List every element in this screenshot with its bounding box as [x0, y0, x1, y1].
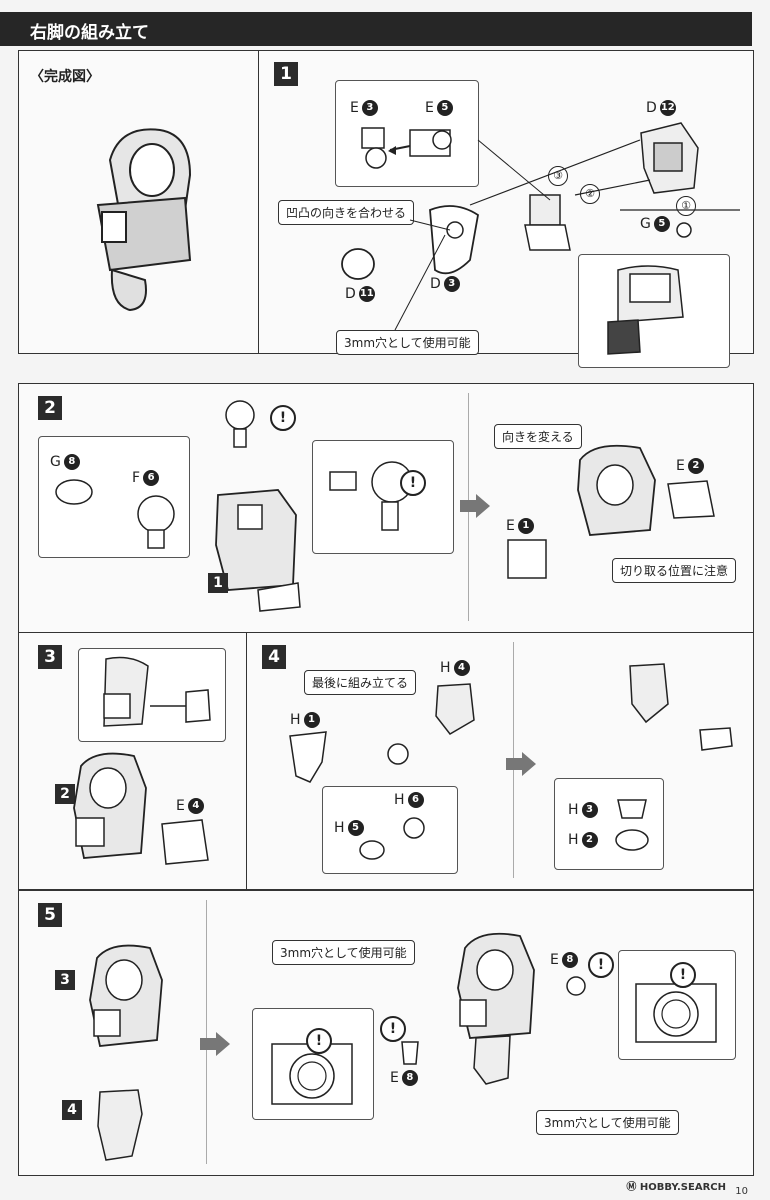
step1-number: 1: [274, 62, 298, 86]
step2-inset-detail: [312, 440, 454, 554]
part-h4-drawing: [435, 683, 475, 735]
callout-assemble-last: 最後に組み立てる: [304, 670, 417, 695]
warning-icon: !: [380, 1016, 406, 1042]
warning-icon: !: [270, 405, 296, 431]
warning-icon: !: [588, 952, 614, 978]
part-e4-drawing: [161, 819, 209, 865]
step3-body-drawing: [73, 752, 147, 859]
callout-cut-position: 切り取る位置に注意: [612, 558, 737, 583]
step5-inset-right-drawing: [635, 983, 717, 1043]
step5-ref-4: 4: [62, 1100, 82, 1120]
part-d11-drawing: [341, 248, 375, 280]
callout-align-notch: 凹凸の向きを合わせる: [278, 200, 415, 225]
callout-3mm-hole-top: 3mm穴として使用可能: [272, 940, 415, 965]
step2-ref-1: 1: [208, 573, 228, 593]
order-step-1: ①: [676, 196, 696, 216]
warning-icon: !: [400, 470, 426, 496]
part-e1-drawing: [507, 539, 547, 579]
warning-icon: !: [670, 962, 696, 988]
part-h1-drawing: [289, 731, 327, 783]
arrow-right-icon: [506, 752, 536, 776]
step3-number: 3: [38, 645, 62, 669]
step3-inset-drawing: [103, 656, 211, 727]
step2-assembled-drawing: [577, 444, 656, 536]
part-g5-drawing: [676, 222, 692, 238]
part-d3-drawing: [429, 205, 479, 275]
arrow-right-icon: [460, 494, 490, 518]
page-number: 10: [735, 1186, 748, 1197]
step4-number: 4: [262, 645, 286, 669]
hobby-search-logo: Ⓜ HOBBY.SEARCH: [626, 1182, 726, 1193]
order-step-3: ③: [548, 166, 568, 186]
step5-divider: [206, 900, 207, 1164]
step2-number: 2: [38, 396, 62, 420]
callout-turn-direction: 向きを変える: [494, 424, 582, 449]
step2-joint-drawing: [225, 400, 255, 448]
step5-ref-3: 3: [55, 970, 75, 990]
part-e8-drawing: [401, 1041, 419, 1065]
completed-leg-illustration: [96, 128, 192, 312]
step1-leader-lines: [394, 139, 740, 331]
part-assembly-center: [524, 194, 571, 251]
part-d12-drawing: [640, 122, 699, 194]
step5-inset-left-drawing: [271, 1043, 353, 1105]
step5-number: 5: [38, 903, 62, 927]
step5-assembled-drawing: [457, 932, 535, 1085]
page-title: 右脚の組み立て: [30, 23, 149, 43]
page-header: 右脚の組み立て: [0, 12, 752, 46]
step5-foot-drawing: [97, 1089, 143, 1161]
step4-inset-h2-h3: [554, 778, 664, 870]
complete-view-label: 〈完成図〉: [30, 69, 100, 85]
part-e3-e5-drawing: [361, 127, 452, 169]
step3-ref-2: 2: [55, 784, 75, 804]
part-h5-h6-drawing: [359, 817, 425, 860]
callout-3mm-hole-bottom: 3mm穴として使用可能: [536, 1110, 679, 1135]
step2-body-drawing: [215, 489, 301, 612]
callout-3mm-hole-step1: 3mm穴として使用可能: [336, 330, 479, 355]
part-e2-drawing: [667, 480, 715, 519]
step1-inset-e3-e5: [335, 80, 479, 187]
warning-icon: !: [306, 1028, 332, 1054]
order-step-2: ②: [580, 184, 600, 204]
step2-detail-drawing: [329, 461, 413, 531]
part-e8-top-drawing: [566, 976, 586, 996]
part-h2-h3-drawing: [615, 799, 649, 851]
step3-inset: [78, 648, 226, 742]
step4-inset-h5-h6: [322, 786, 458, 874]
part-joint-drawing: [387, 743, 409, 765]
step5-body-drawing: [89, 944, 163, 1047]
step4-result-drawing: [629, 663, 733, 751]
part-g8-f6-drawing: [55, 479, 175, 549]
arrow-right-icon: [200, 1032, 230, 1056]
step1-detail-drawing: [607, 265, 684, 355]
